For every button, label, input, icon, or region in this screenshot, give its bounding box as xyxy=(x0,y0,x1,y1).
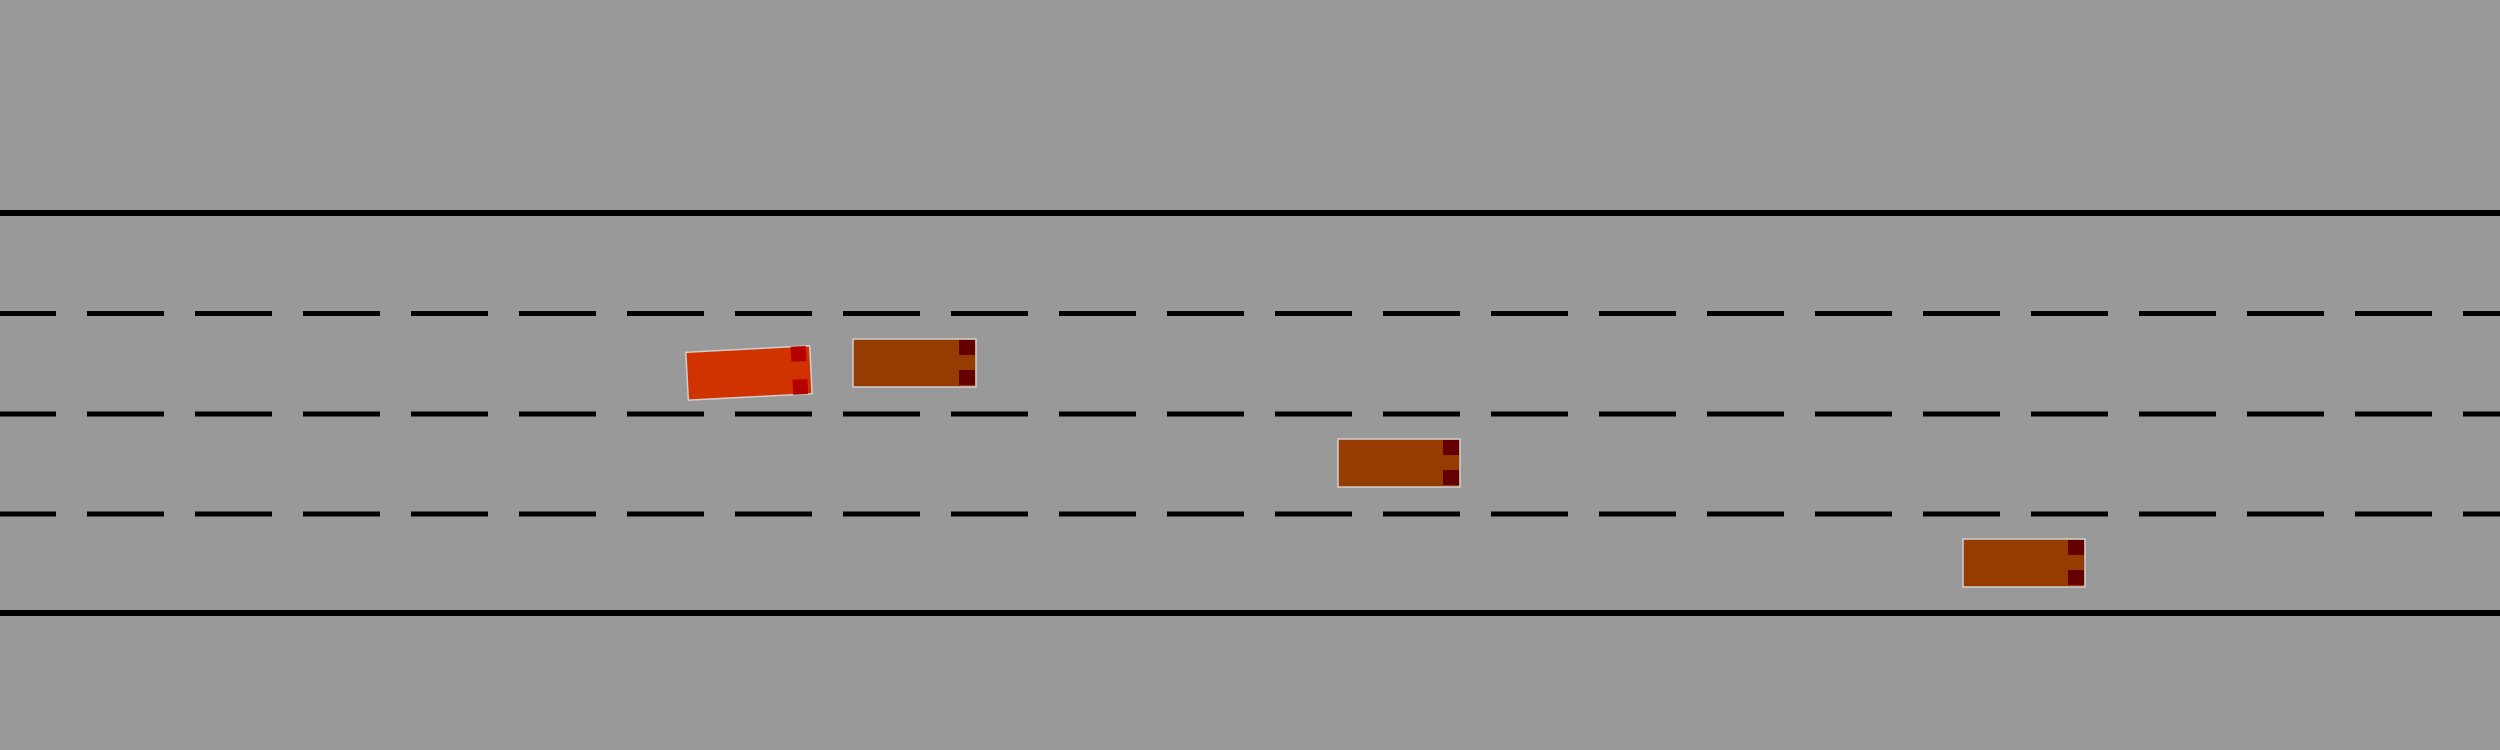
other-vehicle-light-left xyxy=(1443,440,1459,455)
other-vehicle-3 xyxy=(1962,538,2086,588)
other-vehicle-body xyxy=(852,338,977,388)
other-vehicle-2 xyxy=(1337,438,1461,488)
other-vehicle-1 xyxy=(852,338,977,388)
ego-vehicle-light-left xyxy=(790,345,807,362)
other-vehicle-body xyxy=(1962,538,2086,588)
other-vehicle-light-left xyxy=(959,340,975,355)
ego-vehicle-body xyxy=(685,344,813,402)
other-vehicle-body xyxy=(1337,438,1461,488)
other-vehicle-light-left xyxy=(2068,540,2084,555)
ego-vehicle xyxy=(685,344,813,402)
other-vehicle-light-right xyxy=(959,370,975,385)
other-vehicle-light-right xyxy=(1443,470,1459,485)
other-vehicle-light-right xyxy=(2068,570,2084,585)
ego-vehicle-light-right xyxy=(792,378,809,395)
